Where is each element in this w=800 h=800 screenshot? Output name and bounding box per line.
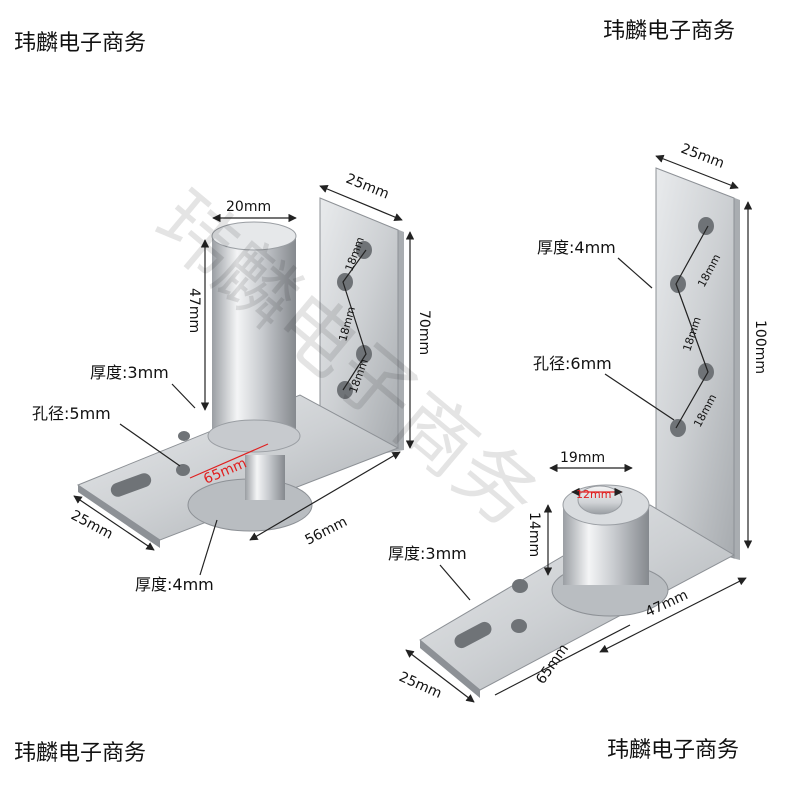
- left-pin-cylinder: [212, 236, 296, 436]
- right-bracket-width-line: [655, 154, 739, 190]
- left-bracket-width-label: 25mm: [344, 171, 392, 203]
- right-bracket-hole-1: [698, 217, 714, 235]
- left-base-slot: [110, 473, 152, 497]
- left-pivot-neck: [245, 455, 285, 500]
- left-bracket-width-line: [319, 185, 403, 221]
- left-plate-thickness-label: 厚度:3mm: [90, 363, 169, 382]
- left-center-distance-line: [189, 443, 269, 479]
- right-bracket-height-label: 100mm: [752, 320, 768, 374]
- right-base-length-line: [599, 577, 747, 653]
- left-base-hole-1: [176, 464, 190, 476]
- right-bracket-plate: [655, 167, 735, 559]
- left-hole-diameter-leader: [119, 423, 181, 467]
- brand-label-bottom-right: 玮麟电子商务: [607, 738, 739, 763]
- right-top-thickness-label: 厚度:4mm: [537, 238, 616, 257]
- left-base-thickness-leader: [199, 519, 218, 576]
- right-bracket-hole-2: [670, 275, 686, 293]
- right-bottom-thickness-leader: [439, 564, 471, 601]
- right-cap-height-label: 14mm: [526, 512, 542, 557]
- left-bracket-hole-1: [356, 241, 372, 259]
- left-base-length-label: 56mm: [303, 514, 350, 549]
- left-pin-diameter-label: 20mm: [226, 199, 271, 215]
- right-top-thickness-leader: [617, 257, 653, 289]
- left-bracket-hole-2: [337, 273, 353, 291]
- brand-label-top-left: 玮麟电子商务: [14, 31, 146, 56]
- left-base-width-line: [73, 495, 155, 551]
- right-hole-diameter-leader: [604, 373, 675, 421]
- brand-label-top-right: 玮麟电子商务: [603, 19, 735, 44]
- left-hinge: 20mm 47mm 25mm 70mm 18mm 18mm 18mm 厚度:3m…: [32, 171, 432, 594]
- left-hole-diameter-label: 孔径:5mm: [32, 404, 111, 423]
- right-base-slot: [454, 621, 492, 649]
- left-bracket-hole-3: [356, 345, 372, 363]
- right-cap-diameter-label: 19mm: [560, 450, 605, 466]
- right-bracket-hole-3: [698, 363, 714, 381]
- right-hole-spacing-line: [675, 225, 709, 429]
- right-arm-width-line: [405, 649, 475, 703]
- right-arm-length-line: [494, 624, 631, 696]
- left-base-thickness-label: 厚度:4mm: [135, 575, 214, 594]
- left-pin-collar: [207, 419, 301, 453]
- left-plate-thickness-leader: [171, 383, 196, 409]
- left-base-hole-2: [178, 431, 190, 441]
- right-pin-diameter-label: 12mm: [576, 488, 611, 501]
- right-bottom-thickness-label: 厚度:3mm: [388, 544, 467, 563]
- left-hole-spacing-line: [342, 249, 367, 391]
- left-pin-height-label: 47mm: [186, 288, 202, 333]
- brand-label-bottom-left: 玮麟电子商务: [14, 741, 146, 766]
- right-base-hole-2: [512, 579, 528, 593]
- right-hole-diameter-label: 孔径:6mm: [533, 354, 612, 373]
- right-base-hole-1: [511, 619, 527, 633]
- left-bracket-hole-4: [337, 381, 353, 399]
- right-bracket-hole-4: [670, 419, 686, 437]
- left-base-length-line: [249, 451, 401, 541]
- left-bracket-height-label: 70mm: [416, 310, 432, 355]
